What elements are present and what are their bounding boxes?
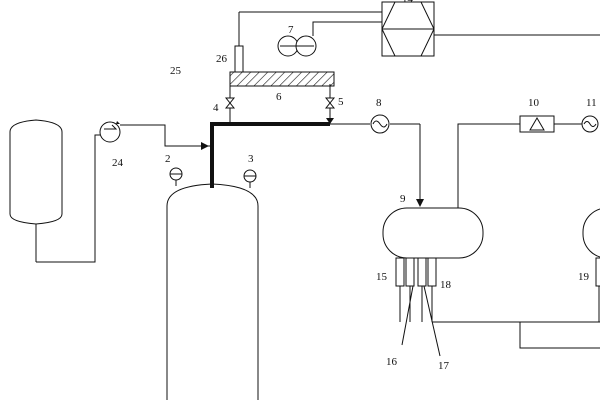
label-14: 14 bbox=[402, 0, 414, 5]
sensor-group-15-18 bbox=[395, 257, 600, 357]
pump-24 bbox=[99, 121, 121, 143]
outlet-pipe bbox=[330, 123, 424, 207]
bottom-loop bbox=[519, 322, 600, 349]
label-8: 8 bbox=[376, 97, 382, 109]
main-vessel bbox=[166, 183, 259, 400]
separator-vessel-19 bbox=[582, 208, 600, 258]
label-10: 10 bbox=[528, 97, 540, 109]
label-17: 17 bbox=[438, 360, 450, 372]
label-16: 16 bbox=[386, 356, 398, 368]
feed-line bbox=[36, 124, 210, 263]
return-line bbox=[457, 123, 582, 208]
element-11 bbox=[581, 115, 599, 133]
label-11: 11 bbox=[586, 97, 597, 109]
label-5: 5 bbox=[338, 96, 344, 108]
label-18: 18 bbox=[440, 279, 452, 291]
label-25: 25 bbox=[170, 65, 182, 77]
label-3: 3 bbox=[248, 153, 254, 165]
label-24: 24 bbox=[112, 157, 124, 169]
gauge-3 bbox=[243, 169, 257, 188]
sensor-group-19 bbox=[595, 257, 600, 322]
label-26: 26 bbox=[216, 53, 228, 65]
label-2: 2 bbox=[165, 153, 171, 165]
controller-14 bbox=[381, 1, 600, 57]
label-4: 4 bbox=[213, 102, 219, 114]
thick-pipe-25 bbox=[210, 122, 330, 188]
labels: 2 3 4 5 6 7 8 9 10 11 14 15 16 17 18 19 … bbox=[112, 0, 597, 372]
storage-tank-left bbox=[9, 119, 63, 262]
separator-vessel-9 bbox=[382, 207, 484, 259]
valve-4 bbox=[224, 84, 236, 124]
label-6: 6 bbox=[276, 91, 282, 103]
label-15: 15 bbox=[376, 271, 388, 283]
element-10 bbox=[519, 115, 555, 133]
valve-5 bbox=[324, 84, 336, 124]
heat-exchanger-8 bbox=[370, 114, 390, 134]
element-26 bbox=[234, 11, 382, 73]
element-7 bbox=[277, 21, 382, 57]
label-19: 19 bbox=[578, 271, 590, 283]
label-7: 7 bbox=[288, 24, 294, 36]
label-9: 9 bbox=[400, 193, 406, 205]
heater-6 bbox=[229, 71, 335, 87]
gauge-2 bbox=[169, 167, 183, 186]
